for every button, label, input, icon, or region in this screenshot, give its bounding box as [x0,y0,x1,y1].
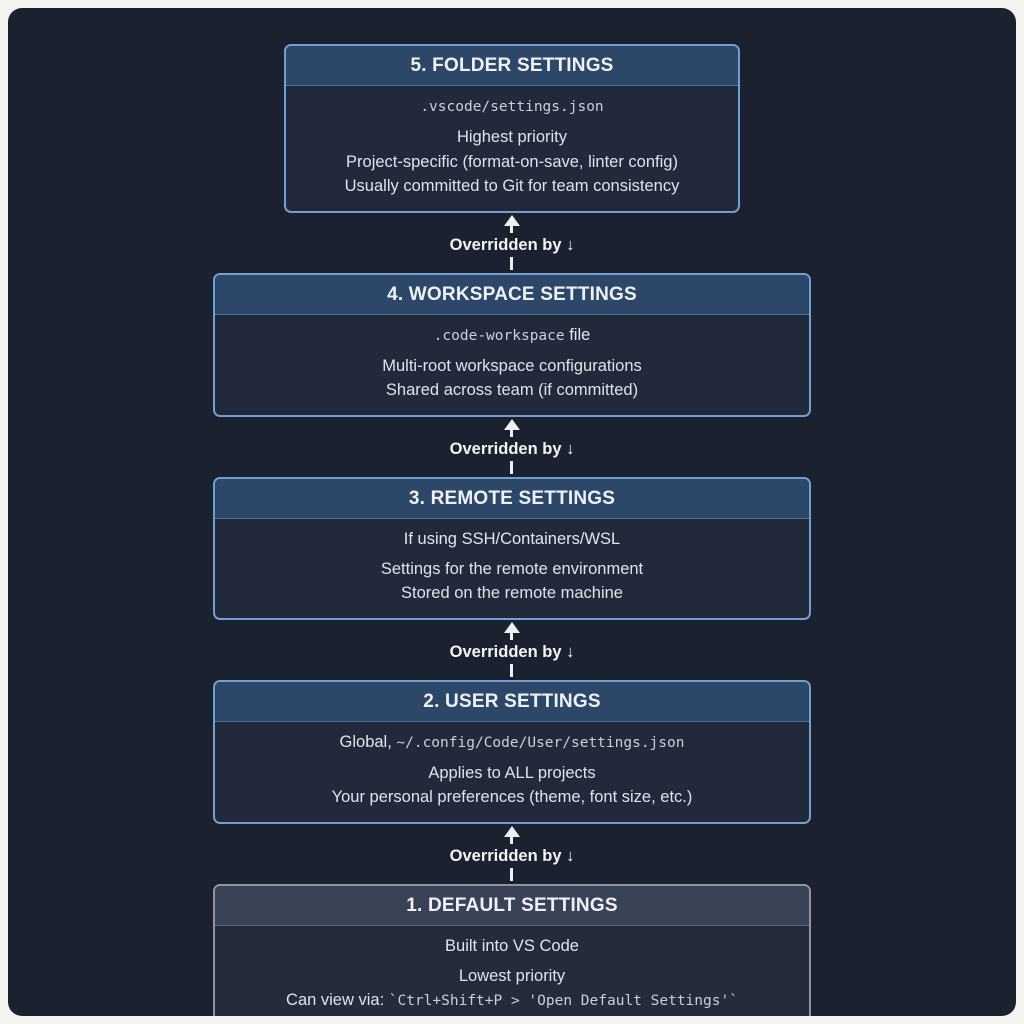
box-title: 2. USER SETTINGS [423,690,601,712]
body-line: Stored on the remote machine [229,581,795,606]
box-title: 5. FOLDER SETTINGS [410,55,614,76]
arrow-up-icon [503,622,520,633]
arrow-stem [510,837,514,844]
arrow-stem [510,633,514,640]
box-body: If using SSH/Containers/WSL Settings for… [215,519,809,618]
plain-text: Lowest priority [458,966,566,985]
override-arrow: Overridden by ↓ [449,213,575,273]
arrow-label: Overridden by ↓ [449,643,575,661]
arrow-up-icon [503,826,520,837]
box-subtitle: If using SSH/Containers/WSL [229,527,795,551]
box-header: 2. USER SETTINGS [215,681,809,722]
arrow-label: Overridden by ↓ [449,236,575,254]
diagram-panel: 5. FOLDER SETTINGS .vscode/settings.json… [8,8,1016,1016]
settings-box: 4. WORKSPACE SETTINGS .code-workspace fi… [213,272,811,417]
arrow-stem [510,461,514,474]
plain-text: Applies to ALL projects [428,763,596,782]
box-header: 5. FOLDER SETTINGS [286,46,738,86]
body-line: Multi-root workspace configurations [229,354,795,379]
settings-box: 1. DEFAULT SETTINGS Built into VS Code L… [213,883,811,1017]
override-arrow: Overridden by ↓ [449,824,575,884]
box-title: 3. REMOTE SETTINGS [408,487,616,509]
plain-text: Stored on the remote machine [401,584,623,602]
body-line: Settings for the remote environment [229,557,795,582]
settings-box: 3. REMOTE SETTINGS If using SSH/Containe… [213,476,811,620]
body-line: Applies to ALL projects [229,761,795,786]
box-subtitle: .code-workspace file [229,323,795,348]
box-title: 1. DEFAULT SETTINGS [406,894,618,916]
body-line: Can view via: `Ctrl+Shift+P > 'Open Defa… [229,988,795,1014]
box-title: 4. WORKSPACE SETTINGS [387,283,637,305]
plain-text: Settings for the remote environment [380,559,644,578]
body-line: Highest priority [300,125,724,150]
arrow-up-icon [503,215,520,226]
box-body: .code-workspace file Multi-root workspac… [215,315,809,415]
override-arrow: Overridden by ↓ [449,620,575,680]
body-line: Project-specific (format-on-save, linter… [300,150,724,175]
code-text: ~/.config/Code/User/settings.json [396,734,685,751]
arrow-stem [510,257,514,270]
arrow-label: Overridden by ↓ [449,440,575,458]
arrow-label: Overridden by ↓ [449,847,575,865]
box-body: Global, ~/.config/Code/User/settings.jso… [215,722,809,822]
box-header: 3. REMOTE SETTINGS [215,478,809,519]
box-subtitle: .vscode/settings.json [300,94,724,119]
box-subtitle: Built into VS Code [229,934,795,958]
plain-text: Your personal preferences (theme, font s… [331,788,693,806]
plain-text: Global, [339,732,397,751]
settings-box: 5. FOLDER SETTINGS .vscode/settings.json… [284,44,740,213]
arrow-up-icon [503,419,520,430]
body-line: Usually committed to Git for team consis… [300,174,724,199]
plain-text: Highest priority [456,128,568,146]
plain-text: Can view via: [286,991,389,1009]
diagram-column: 5. FOLDER SETTINGS .vscode/settings.json… [8,8,1016,1016]
plain-text: Multi-root workspace configurations [382,356,642,375]
code-text: .vscode/settings.json [420,99,604,115]
override-arrow: Overridden by ↓ [449,417,575,477]
box-header: 4. WORKSPACE SETTINGS [215,274,809,315]
plain-text: If using SSH/Containers/WSL [403,529,621,548]
plain-text: Shared across team (if committed) [385,381,639,399]
arrow-stem [510,868,514,881]
plain-text: Project-specific (format-on-save, linter… [346,152,678,171]
arrow-stem [510,226,514,233]
body-line: Lowest priority [229,964,795,989]
arrow-stem [510,430,514,437]
body-line: Shared across team (if committed) [229,378,795,403]
body-line: Your personal preferences (theme, font s… [229,785,795,810]
arrow-stem [510,664,514,677]
plain-text: Built into VS Code [445,936,579,955]
code-text: `Ctrl+Shift+P > 'Open Default Settings'` [388,993,738,1009]
plain-text: file [564,325,591,344]
settings-box: 2. USER SETTINGS Global, ~/.config/Code/… [213,679,811,824]
box-header: 1. DEFAULT SETTINGS [215,885,809,926]
box-subtitle: Global, ~/.config/Code/User/settings.jso… [229,730,795,755]
code-text: .code-workspace [433,327,565,344]
plain-text: Usually committed to Git for team consis… [344,177,680,195]
